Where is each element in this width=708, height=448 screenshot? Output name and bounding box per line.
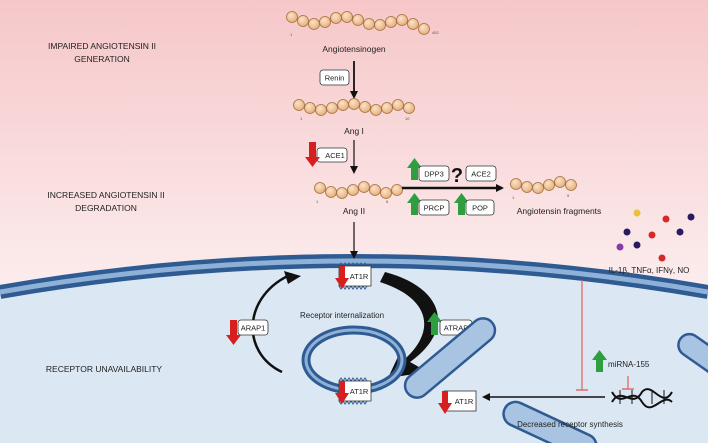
dpp3-box	[418, 165, 450, 182]
dpp3-label: DPP3	[424, 170, 444, 179]
ang1-start-label: 1	[300, 116, 303, 121]
atrap-up-arrow-icon	[427, 312, 442, 335]
ace1-box	[316, 147, 348, 163]
mirna-up-arrow-icon	[592, 350, 607, 372]
ang2-start-label: 1	[316, 199, 319, 204]
cytokines-label: IL-1β, TNFα, IFNγ, NO	[609, 266, 690, 275]
section-receptor: RECEPTOR UNAVAILABILITY	[46, 364, 163, 374]
arap1-label: ARAP1	[241, 324, 266, 333]
internalization-arc	[380, 272, 438, 378]
renin-label: Renin	[325, 74, 345, 83]
unknown-question-mark: ?	[451, 165, 463, 187]
fragments-label: Angiotensin fragments	[517, 206, 602, 216]
prcp-up-arrow-icon	[407, 193, 422, 215]
at1r-surface-receptor: AT1R	[335, 262, 372, 290]
angiotensinogen-start-label: 1	[290, 32, 293, 37]
dna-helix-icon	[611, 388, 673, 409]
at1r-top-label: AT1R	[350, 272, 369, 281]
prcp-box	[418, 199, 450, 216]
arap1-down-arrow-icon	[226, 320, 241, 345]
section-impaired-1: IMPAIRED ANGIOTENSIN II	[48, 41, 156, 51]
decreased-synthesis-label: Decreased receptor synthesis	[517, 420, 623, 429]
angiotensinogen-label: Angiotensinogen	[322, 44, 386, 54]
receptor-internalization-label: Receptor internalization	[300, 311, 384, 320]
ang2-chain	[314, 181, 403, 199]
at1r-vesicle-down-arrow-icon	[335, 381, 349, 404]
at1r-new-down-arrow-icon	[438, 391, 452, 414]
at1r-new-receptor: AT1R	[438, 390, 477, 414]
pop-up-arrow-icon	[454, 193, 469, 215]
at1r-new-label: AT1R	[455, 397, 474, 406]
mirna-label: miRNA-155	[608, 360, 650, 369]
at1r-vesicle-label: AT1R	[350, 387, 369, 396]
angiotensinogen-end-label: 452	[432, 30, 439, 35]
ace1-label: ACE1	[325, 151, 345, 160]
cell-cytoplasm	[0, 263, 708, 443]
fragments-chain	[510, 176, 577, 194]
fragments-end-label: 5	[567, 193, 570, 198]
ang1-end-label: 10	[405, 116, 410, 121]
ace2-box	[465, 165, 497, 182]
ace2-label: ACE2	[471, 170, 491, 179]
section-degradation-2: DEGRADATION	[75, 203, 137, 213]
ang1-label: Ang I	[344, 126, 364, 136]
section-impaired-2: GENERATION	[74, 54, 130, 64]
prcp-label: PRCP	[424, 204, 445, 213]
at1r-vesicle-receptor: AT1R	[335, 377, 372, 405]
section-degradation-1: INCREASED ANGIOTENSIN II	[47, 190, 164, 200]
fragments-start-label: 1	[512, 195, 515, 200]
ace1-down-arrow-icon	[305, 142, 320, 167]
ang2-end-label: 8	[386, 199, 389, 204]
pop-box	[465, 199, 495, 216]
cytokine-dots	[616, 209, 695, 262]
angiotensinogen-chain	[286, 11, 430, 35]
renin-box	[319, 69, 350, 86]
ang1-chain	[293, 98, 415, 116]
pop-label: POP	[472, 204, 488, 213]
ang2-label: Ang II	[343, 206, 365, 216]
at1r-top-down-arrow-icon	[335, 266, 349, 289]
dpp3-up-arrow-icon	[407, 158, 422, 180]
arap1-box	[237, 319, 269, 336]
atrap-label: ATRAP	[444, 324, 468, 333]
